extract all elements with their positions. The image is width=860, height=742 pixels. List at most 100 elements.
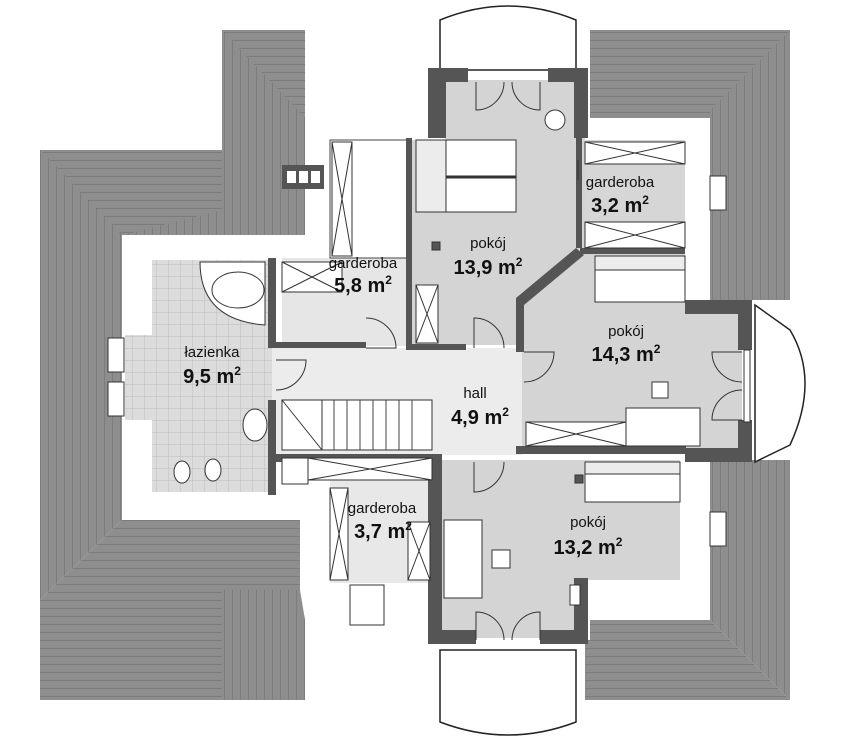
windows (107, 175, 751, 626)
chimney (282, 165, 324, 189)
room-area: 9,5 m2 (183, 364, 241, 388)
roof-bottom-right-2 (585, 640, 710, 700)
bed-pokoj-3 (584, 461, 681, 503)
door-pokoj2-window (711, 351, 743, 421)
roof (40, 30, 790, 700)
room-area: 3,2 m2 (591, 193, 649, 217)
closet-garderoba2-left (331, 141, 353, 257)
bidet (204, 458, 222, 482)
room-name: pokój (570, 514, 606, 531)
toilet (173, 460, 191, 484)
doors (275, 81, 743, 641)
room-name: pokój (470, 235, 506, 252)
dormer-bottom (439, 649, 577, 736)
door-garderoba-2 (365, 317, 397, 349)
wall-diag-a (516, 248, 584, 305)
closet-pokoj2 (525, 421, 627, 447)
closet-pokoj1 (415, 284, 439, 344)
bathroom-fixtures (173, 261, 309, 485)
window-bath-1 (107, 337, 125, 373)
room-area: 13,9 m2 (454, 255, 523, 279)
closet-garderoba3 (407, 521, 431, 581)
room-labels: garderoba 3,2 m2 pokój 13,9 m2 garderoba… (183, 174, 661, 559)
window-pokoj3 (709, 511, 727, 547)
wall-diag-vertical (516, 298, 524, 352)
window-bath-2 (107, 381, 125, 417)
dormer-right (754, 303, 806, 464)
bathtub-basin (211, 271, 265, 309)
door-pokoj-1 (473, 317, 505, 349)
wall-top (428, 68, 468, 82)
wall-bath-right-lower (268, 400, 276, 495)
room-area: 4,9 m2 (451, 405, 509, 429)
room-label-garderoba-3: garderoba 3,7 m2 (348, 500, 417, 543)
wall-garderoba1-bottom (580, 248, 685, 254)
room-label-garderoba-2: garderoba 5,8 m2 (329, 255, 398, 297)
desk-pokoj-3 (443, 519, 483, 599)
radiator-stack (569, 584, 581, 606)
roof-bottom-left-hip (222, 590, 305, 700)
wall-top-left-corner (428, 68, 446, 138)
door-bottom-double (475, 611, 541, 641)
wardrobe-round (544, 109, 566, 131)
desk-pokoj-2 (625, 407, 701, 447)
closets (281, 141, 686, 581)
door-hall-bottom (473, 461, 505, 493)
wall-bottom-left (428, 630, 476, 644)
closet-garderoba3-side (329, 487, 349, 581)
wall-garderoba2-bottom (276, 342, 366, 348)
room-label-hall: hall 4,9 m2 (451, 385, 509, 429)
wall-right-bottom (685, 448, 752, 462)
closet-stairs (281, 399, 323, 451)
room-label-lazienka: łazienka 9,5 m2 (183, 344, 241, 388)
wall-pokoj1-left (406, 138, 412, 350)
dormer-top (439, 5, 577, 71)
floor-pokoj-2 (522, 252, 742, 450)
wall-hall-pokoj2 (516, 446, 686, 454)
room-area: 5,8 m2 (334, 273, 392, 297)
room-name: garderoba (329, 255, 398, 272)
nightstand-3 (574, 474, 584, 484)
wall-right-top (685, 300, 750, 314)
floor-bath-ext (125, 335, 157, 420)
room-name: garderoba (348, 500, 417, 517)
roof-bottom-left (40, 520, 300, 700)
wall-pokoj1-bottom (406, 344, 466, 350)
door-pokoj-2 (523, 351, 555, 383)
room-area: 14,3 m2 (592, 342, 661, 366)
bed-pokoj-1 (415, 139, 517, 213)
window-garderoba1 (709, 175, 727, 211)
closet-hall (307, 457, 433, 481)
nightstand-1 (431, 241, 441, 251)
furniture (415, 109, 701, 606)
room-name: pokój (608, 323, 644, 340)
room-label-garderoba-1: garderoba 3,2 m2 (586, 174, 655, 217)
floor-pokoj-3 (440, 460, 680, 638)
roof-left (40, 150, 222, 600)
chair-pokoj-3 (491, 549, 511, 569)
chair-pokoj-2 (651, 381, 669, 399)
room-name: łazienka (184, 344, 240, 361)
dormers (439, 5, 806, 736)
washbasin (242, 408, 268, 442)
roof-left-top (40, 150, 222, 235)
window-garderoba3 (349, 584, 385, 626)
closet-garderoba2-bottom (281, 261, 343, 293)
wall-top-right-corner (574, 68, 588, 138)
room-label-pokoj-2: pokój 14,3 m2 (592, 323, 661, 366)
room-name: garderoba (586, 174, 655, 191)
closet-garderoba1-top (584, 141, 686, 165)
room-area: 3,7 m2 (354, 519, 412, 543)
window-pokoj2 (743, 349, 751, 423)
room-area: 13,2 m2 (554, 535, 623, 559)
walls (268, 68, 752, 644)
wall-pokoj3-left (428, 454, 442, 644)
bed-pokoj-2 (594, 255, 686, 303)
room-name: hall (463, 385, 486, 402)
wall-right-side-a (738, 300, 752, 350)
room-label-pokoj-3: pokój 13,2 m2 (554, 514, 623, 559)
door-bath (275, 359, 307, 391)
closet-garderoba1-bottom (584, 221, 686, 249)
wall-pokoj1-right-a (576, 138, 582, 248)
